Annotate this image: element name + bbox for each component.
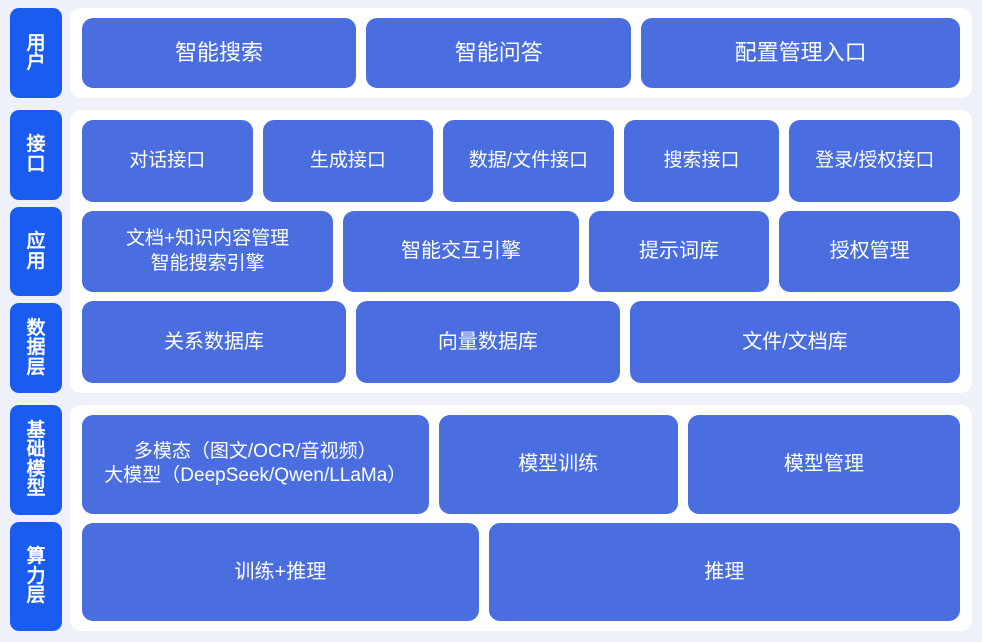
box-doc-knowledge-management[interactable]: 文档+知识内容管理 智能搜索引擎 (82, 210, 334, 293)
row-application: 文档+知识内容管理 智能搜索引擎 智能交互引擎 提示词库 授权管理 (82, 210, 960, 293)
band-platform: 接口 应用 数据层 对话接口 生成接口 数据/文件接口 搜索接口 登录/授权接口… (10, 110, 972, 394)
panel-platform: 对话接口 生成接口 数据/文件接口 搜索接口 登录/授权接口 文档+知识内容管理… (70, 110, 972, 393)
box-multimodal-large-model[interactable]: 多模态（图文/OCR/音视频） 大模型（DeepSeek/Qwen/LLaMa） (82, 415, 429, 514)
tab-column-platform: 接口 应用 数据层 (10, 110, 62, 394)
box-relational-database[interactable]: 关系数据库 (82, 301, 346, 384)
band-users: 用户 智能搜索 智能问答 配置管理入口 (10, 8, 972, 98)
layer-tab-compute[interactable]: 算力层 (10, 521, 62, 631)
layer-tab-users[interactable]: 用户 (10, 8, 62, 98)
box-data-file-api[interactable]: 数据/文件接口 (443, 120, 614, 202)
tab-column-users: 用户 (10, 8, 62, 98)
box-model-training[interactable]: 模型训练 (438, 415, 678, 514)
row-model: 多模态（图文/OCR/音视频） 大模型（DeepSeek/Qwen/LLaMa）… (82, 415, 960, 514)
box-training-and-inference[interactable]: 训练+推理 (82, 522, 479, 621)
row-interface: 对话接口 生成接口 数据/文件接口 搜索接口 登录/授权接口 (82, 120, 961, 202)
layer-tab-foundation-model[interactable]: 基础模型 (10, 405, 62, 515)
box-smart-interaction-engine[interactable]: 智能交互引擎 (343, 210, 579, 293)
panel-users: 智能搜索 智能问答 配置管理入口 (70, 8, 972, 98)
row-compute: 训练+推理 推理 (82, 522, 960, 621)
box-file-document-store[interactable]: 文件/文档库 (629, 301, 960, 384)
box-prompt-library[interactable]: 提示词库 (588, 210, 770, 293)
band-infrastructure: 基础模型 算力层 多模态（图文/OCR/音视频） 大模型（DeepSeek/Qw… (10, 405, 972, 631)
box-smart-qa[interactable]: 智能问答 (366, 18, 632, 88)
panel-infrastructure: 多模态（图文/OCR/音视频） 大模型（DeepSeek/Qwen/LLaMa）… (70, 405, 972, 631)
box-model-management[interactable]: 模型管理 (687, 415, 960, 514)
box-inference[interactable]: 推理 (488, 522, 960, 621)
box-generation-api[interactable]: 生成接口 (262, 120, 434, 202)
box-smart-search[interactable]: 智能搜索 (82, 18, 357, 88)
layer-tab-data[interactable]: 数据层 (10, 303, 62, 394)
box-config-management-entry[interactable]: 配置管理入口 (641, 18, 960, 88)
box-dialog-api[interactable]: 对话接口 (82, 120, 253, 202)
layer-tab-application[interactable]: 应用 (10, 206, 62, 297)
layer-tab-interface[interactable]: 接口 (10, 110, 62, 200)
box-vector-database[interactable]: 向量数据库 (355, 301, 620, 384)
box-authorization-management[interactable]: 授权管理 (779, 210, 960, 293)
row-user-entries: 智能搜索 智能问答 配置管理入口 (82, 18, 960, 88)
row-data: 关系数据库 向量数据库 文件/文档库 (82, 301, 960, 384)
box-search-api[interactable]: 搜索接口 (623, 120, 780, 202)
tab-column-infrastructure: 基础模型 算力层 (10, 405, 62, 631)
box-login-auth-api[interactable]: 登录/授权接口 (789, 120, 961, 202)
